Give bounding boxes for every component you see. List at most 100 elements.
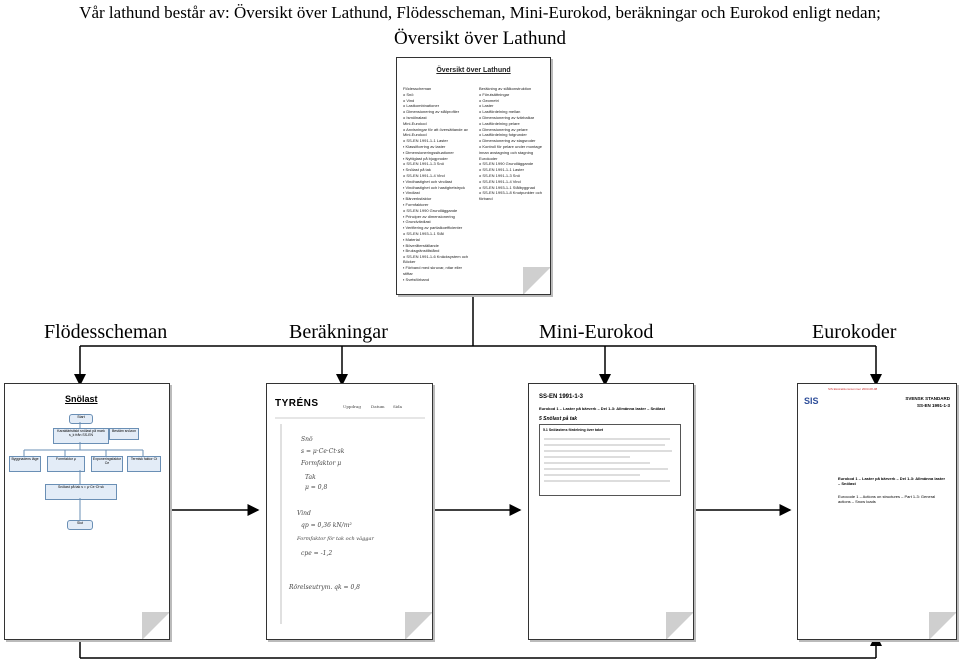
overview-line: ▪ Principer av dimensionering	[403, 213, 455, 219]
stage-label-mini-eurokod: Mini-Eurokod	[539, 321, 654, 343]
mini-text-box: 5.1 Snölastens fördelning över taket	[539, 424, 681, 496]
overview-line: o SS-EN 1991-1-6 Knäcksystem och Böcker	[403, 254, 469, 265]
overview-line: o Dimensionering av stagsroder	[479, 138, 536, 144]
stage-label-flodesscheman: Flödesscheman	[44, 321, 168, 343]
flow-box: Start	[69, 414, 93, 424]
overview-line: o SS-EN 1991-1-3 Snö	[403, 161, 444, 167]
flowchart-document: Snölast Start Karaktäristiskt snölast på…	[4, 383, 170, 640]
euro-title-en: Eurocode 1 – Actions on structures – Par…	[838, 494, 936, 504]
stage-label-eurokoder: Eurokoder	[812, 321, 897, 343]
sis-logo: SIS	[804, 396, 819, 406]
overview-line: förband	[479, 196, 493, 202]
euro-standard-label: SVENSK STANDARD	[905, 396, 950, 401]
page-curl	[929, 612, 956, 639]
overview-line: o Förutsättningar	[479, 91, 510, 97]
overview-line: ▪ Verifiering av partialkoefficienter	[403, 225, 463, 231]
overview-doc-heading: Översikt över Lathund	[436, 67, 511, 74]
calculation-document: TYRÉNS Uppdrag Datum Sida Snö s = μ·Ce·C…	[266, 383, 433, 640]
overview-line: ▪ Vindhastighet och hastighetstryck	[403, 184, 466, 190]
flow-doc-title: Snölast	[65, 394, 98, 404]
overview-line: Eurokoder	[479, 155, 498, 161]
overview-line: ▪ Svetsförband	[403, 276, 430, 282]
overview-line: ▪ Nyttiglast på bjugproder	[403, 155, 448, 161]
overview-line: ▪ Vindhastighet och vindlast	[403, 178, 452, 184]
overview-line: o SS-EN 1990 Grundläggande	[403, 207, 458, 213]
overview-line: ▪ Vindlast	[403, 190, 420, 196]
euro-code: SS-EN 1991-1-3	[916, 403, 950, 408]
overview-line: o SS-EN 1993-1-1 Stål	[403, 230, 444, 236]
overview-line: o Anvisningar för att översättande av	[403, 126, 468, 132]
overview-line: o Lastfördelning mellan	[479, 109, 521, 115]
eurokod-document: SIS Ekstraktionsnummer 2003-08-08 SIS SV…	[797, 383, 957, 640]
flow-box: Formfaktor μ	[47, 456, 85, 472]
overview-line: o Lastfördelning pelare	[479, 120, 520, 126]
overview-line: Beräkning av stålkonstruktion	[479, 86, 532, 91]
overview-line: o SS-EN 1991-1-4 Vind	[403, 172, 445, 178]
calc-hand-line: Formfaktor för tak och väggar	[297, 536, 374, 542]
euro-top-note: SIS Ekstraktionsnummer 2003-08-08	[828, 387, 878, 391]
overview-line: o Dimensionering av stålprofiler	[403, 109, 460, 115]
calc-hand-line: qp = 0,36 kN/m²	[301, 522, 352, 529]
overview-line: o Lastkombinationer	[403, 103, 440, 109]
mini-eurokod-document: SS-EN 1991-1-3 Eurokod 1 – Laster på bär…	[528, 383, 694, 640]
mini-section: 5 Snölast på tak	[539, 416, 578, 422]
calc-hand-line: Tak	[305, 474, 316, 481]
calc-hand-line: Snö	[301, 436, 313, 443]
flow-box: Termisk faktor Ct	[127, 456, 161, 472]
overview-line: ▪ Dimensioneringssituationer	[403, 149, 454, 155]
intro-text: Vår lathund består av: Översikt över Lat…	[79, 3, 881, 22]
overview-line: o Kontroll för pelare under montage	[479, 143, 542, 149]
calc-hand-line: Vind	[297, 510, 311, 517]
mini-code: SS-EN 1991-1-3	[539, 394, 584, 400]
calc-hand-line: s = μ·Ce·Ct·sk	[301, 448, 345, 455]
overview-line: o SS-EN 1991-1-1 Laster	[403, 138, 448, 144]
flow-box: Snölast på tak s = μ·Ce·Ct·sk	[45, 484, 117, 500]
overview-line: o Vind	[403, 97, 415, 103]
overview-line: o Laster	[479, 103, 494, 109]
overview-line: o SS-EN 1993-1-8 Knutpunkter och	[479, 190, 542, 196]
overview-line: ▪ Förband med skruvar, nitar eller	[403, 265, 462, 271]
overview-line: ▪ Klassificering av laster	[403, 143, 446, 149]
mini-text-lines	[544, 438, 672, 482]
overview-line: o SS-EN 1991-1-4 Vind	[479, 178, 521, 184]
overview-line: o Snö	[403, 91, 414, 97]
overview-line: ▪ Formfaktorer	[403, 201, 429, 207]
page-curl	[523, 267, 550, 294]
flow-box: Bestäm snözon	[109, 428, 139, 440]
overview-line: ▪ Böveråterställande	[403, 242, 439, 248]
overview-line: Mini-Eurokod	[403, 132, 427, 138]
calc-header-field: Datum	[371, 404, 385, 409]
overview-line: ▪ Grundvärdlast	[403, 219, 431, 225]
calc-header-field: Uppdrag	[343, 404, 361, 409]
page-curl	[142, 612, 169, 639]
calc-header-field: Sida	[393, 404, 402, 409]
page-curl	[405, 612, 432, 639]
mini-heading: Eurokod 1 – Laster på bärverk – Del 1-3:…	[539, 406, 665, 411]
mini-subsection: 5.1 Snölastens fördelning över taket	[543, 428, 604, 432]
calc-hand-line: μ = 0,8	[305, 484, 328, 491]
overview-line: o SS-EN 1993-1-1 Stålbyggnad	[479, 184, 536, 190]
overview-line: ▪ Bruksgränstillstånd	[403, 248, 440, 254]
stage-label-berakningar: Beräkningar	[289, 321, 388, 343]
overview-line: Mini-Eurokod	[403, 120, 427, 126]
overview-line: o SS-EN 1991-1-1 Laster	[479, 167, 524, 173]
flow-box: Slut	[67, 520, 93, 530]
overview-line: o Dimensionering av tvärbalkar	[479, 114, 535, 120]
page-curl	[666, 612, 693, 639]
overview-line: ▪ Bärverksfaktor	[403, 196, 432, 202]
euro-title-sv: Eurokod 1 – Laster på bärverk – Del 1-3:…	[838, 476, 946, 486]
overview-line: o Dimensionering av pelare	[479, 126, 528, 132]
overview-line: o SS-EN 1990 Grundläggande	[479, 161, 534, 167]
flow-connectors	[23, 422, 144, 520]
overview-line: o Geometri	[479, 97, 499, 103]
overview-line: ▪ Material	[403, 236, 420, 242]
overview-line: o Ismölnalast	[403, 114, 427, 120]
flow-box: Exponeringsfaktor Ce	[91, 456, 123, 472]
overview-line: o SS-EN 1991-1-3 Snö	[479, 172, 520, 178]
overview-line: stiftar	[403, 270, 413, 276]
overview-line: Flödesscheman	[403, 86, 432, 91]
